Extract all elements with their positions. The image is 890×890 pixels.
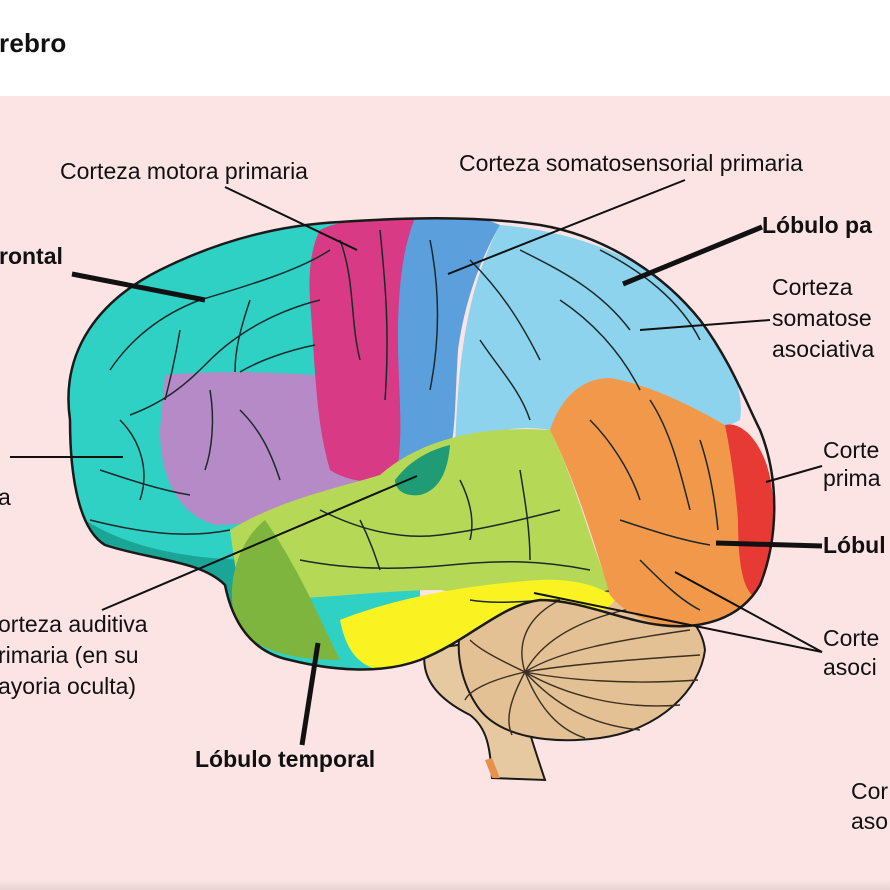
label-bottom-right-line2: aso — [851, 808, 889, 834]
leader-somato-assoc — [639, 319, 771, 331]
brain-illustration — [10, 179, 823, 782]
leader-lines — [10, 179, 823, 746]
sulci-lines — [89, 229, 719, 611]
label-bottom-right-line1: Cor — [851, 778, 889, 804]
leader-auditory — [101, 475, 418, 611]
leader-assoc-b — [533, 592, 823, 653]
leader-parietal — [622, 224, 763, 287]
label-somato-assoc-line3: asociativa — [772, 336, 875, 362]
occipital-lobe-region — [550, 378, 775, 629]
label-auditory-line3: ayoria oculta) — [0, 673, 137, 699]
page-title: rebro — [0, 28, 67, 58]
temporal-anterior-dark — [231, 520, 340, 660]
temporal-lobe-region — [230, 429, 610, 600]
label-visual-assoc-line2: asoci — [823, 654, 877, 680]
leader-temporal — [299, 642, 321, 746]
cerebellum-folia — [464, 599, 701, 739]
label-visual-cortex-line2: prima — [823, 465, 881, 491]
parietal-association-region — [455, 225, 741, 445]
label-occipital-lobe: Lóbul — [823, 532, 886, 558]
visual-cortex-region — [725, 424, 774, 595]
label-visual-assoc-line1: Corte — [823, 625, 880, 651]
leader-frontal — [71, 271, 206, 303]
somatosensory-cortex-region — [395, 218, 500, 480]
label-motor-cortex: Corteza motora primaria — [60, 158, 308, 184]
leader-motor-cortex — [224, 186, 358, 251]
label-somatosensory-cortex: Corteza somatosensorial primaria — [459, 150, 803, 176]
label-visual-cortex-line1: Corte — [823, 437, 880, 463]
label-somato-assoc-line2: somatose — [772, 305, 872, 331]
leader-occipital — [715, 540, 823, 549]
label-prefrontal-fragment: a — [0, 484, 11, 510]
page-header: rebro — [0, 0, 890, 96]
label-frontal-lobe: rontal — [0, 243, 63, 269]
bottom-edge-shadow — [0, 880, 890, 890]
leader-visual-cortex — [765, 465, 823, 483]
leader-somatosensory — [447, 179, 686, 275]
auditory-cortex-region — [395, 445, 450, 496]
brainstem-tip — [485, 758, 500, 778]
label-parietal-lobe: Lóbulo pa — [762, 212, 872, 238]
label-temporal-lobe: Lóbulo temporal — [195, 746, 376, 772]
brain-diagram-figure: Corteza motora primaria Corteza somatose… — [0, 96, 890, 890]
label-somato-assoc-line1: Corteza — [772, 274, 853, 300]
leader-assoc-a — [674, 571, 823, 653]
label-auditory-line2: rimaria (en su — [0, 642, 139, 668]
label-auditory-line1: orteza auditiva — [0, 611, 148, 637]
motor-cortex-region — [309, 218, 415, 482]
